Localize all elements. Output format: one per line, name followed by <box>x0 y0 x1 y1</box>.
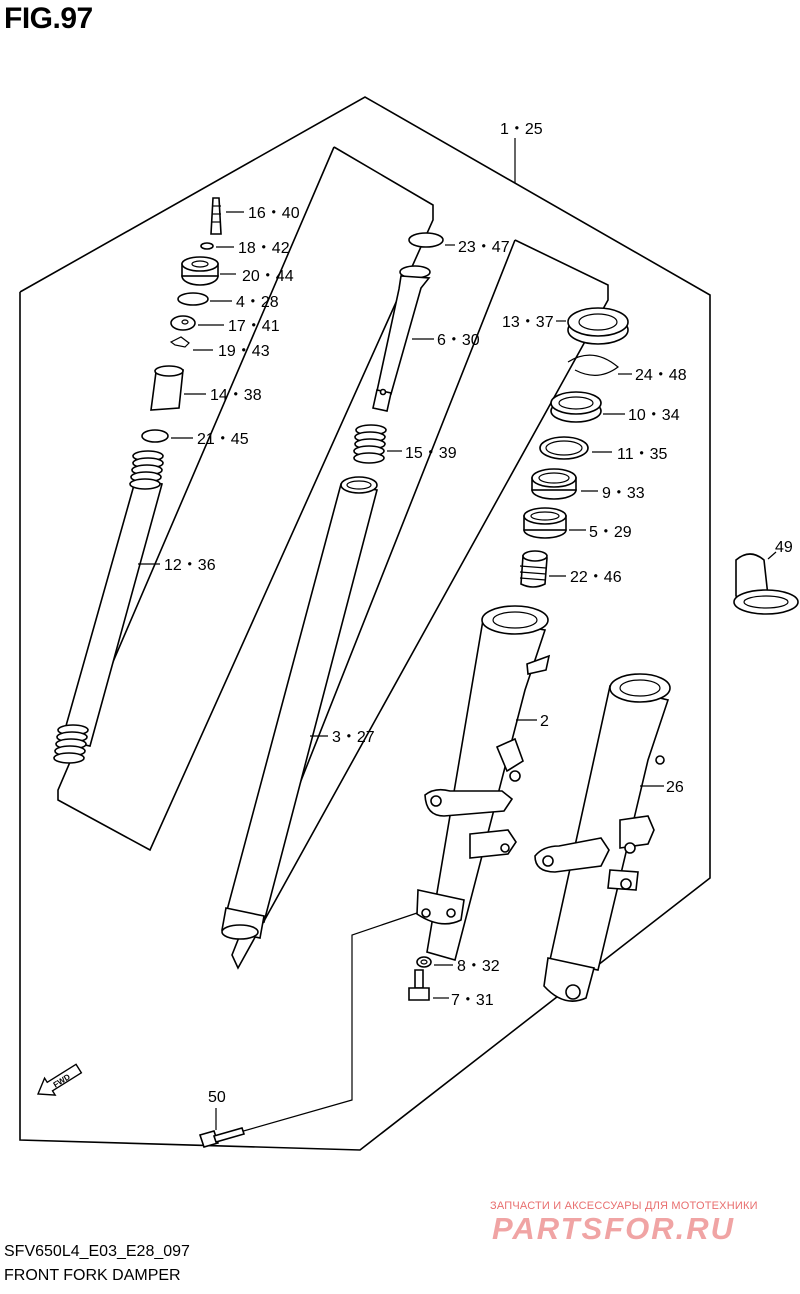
callout-5-29: 5・29 <box>589 524 632 541</box>
adjuster-rod-16 <box>210 197 244 235</box>
washer-17 <box>170 315 224 331</box>
callout-4-28: 4・28 <box>236 294 279 311</box>
outer-tube-2 <box>416 605 551 961</box>
callout-2: 2 <box>540 713 549 730</box>
slide-metal-5 <box>523 507 586 539</box>
spacer-14 <box>150 365 206 411</box>
figure-title: FIG.97 <box>4 2 93 35</box>
outer-tube-26 <box>534 673 671 1002</box>
oil-lock-piece-22 <box>519 550 566 588</box>
callout-16-40: 16・40 <box>248 205 300 222</box>
callout-17-41: 17・41 <box>228 318 280 335</box>
callout-24-48: 24・48 <box>635 367 687 384</box>
callout-10-34: 10・34 <box>628 407 680 424</box>
bolt-50 <box>198 1108 246 1148</box>
fork-guard-49 <box>733 551 799 615</box>
assembly-frame <box>19 96 711 1151</box>
inner-tube-3 <box>221 476 378 940</box>
rebound-spring-15 <box>353 424 402 464</box>
callout-20-44: 20・44 <box>242 268 294 285</box>
clip-19 <box>169 336 213 351</box>
ring-21 <box>141 429 169 443</box>
callout-12-36: 12・36 <box>164 557 216 574</box>
fwd-arrow-icon: FWD <box>36 1063 83 1096</box>
stopper-ring-24 <box>567 354 632 376</box>
callout-19-43: 19・43 <box>218 343 270 360</box>
spring-group-frame <box>57 146 434 852</box>
washer-8 <box>416 956 453 968</box>
callout-15-39: 15・39 <box>405 445 457 462</box>
washer-11 <box>539 436 612 460</box>
o-ring-4 <box>177 292 209 306</box>
diagram-code: SFV650L4_E03_E28_097 <box>4 1243 190 1260</box>
callout-22-46: 22・46 <box>570 569 622 586</box>
watermark-tagline: ЗАПЧАСТИ И АКСЕССУАРЫ ДЛЯ МОТОТЕХНИКИ <box>490 1200 758 1212</box>
callout-13-37: 13・37 <box>502 314 554 331</box>
ring-23 <box>408 232 444 248</box>
callout-49: 49 <box>775 539 793 556</box>
callout-6-30: 6・30 <box>437 332 480 349</box>
slide-metal-9 <box>531 468 598 500</box>
damper-rod-6 <box>372 265 434 412</box>
callout-18-42: 18・42 <box>238 240 290 257</box>
bolt-leader <box>239 911 421 1133</box>
dust-seal-13 <box>556 307 629 345</box>
callout-8-32: 8・32 <box>457 958 500 975</box>
callout-3-27: 3・27 <box>332 729 375 746</box>
watermark-logo[interactable]: PARTSFOR.RU <box>492 1211 736 1246</box>
callout-14-38: 14・38 <box>210 387 262 404</box>
cap-bolt-20 <box>181 256 236 286</box>
callout-26: 26 <box>666 779 684 796</box>
diagram-name: FRONT FORK DAMPER <box>4 1267 181 1284</box>
callout-11-35: 11・35 <box>617 446 668 463</box>
callout-1-25: 1・25 <box>500 121 543 138</box>
fork-spring-12 <box>53 450 164 764</box>
oil-seal-10 <box>550 391 625 423</box>
callout-9-33: 9・33 <box>602 485 645 502</box>
callout-23-47: 23・47 <box>458 239 510 256</box>
bolt-7 <box>408 969 449 1001</box>
callout-21-45: 21・45 <box>197 431 249 448</box>
callout-50: 50 <box>208 1089 226 1106</box>
o-ring-18 <box>200 242 214 250</box>
callout-7-31: 7・31 <box>451 992 494 1009</box>
